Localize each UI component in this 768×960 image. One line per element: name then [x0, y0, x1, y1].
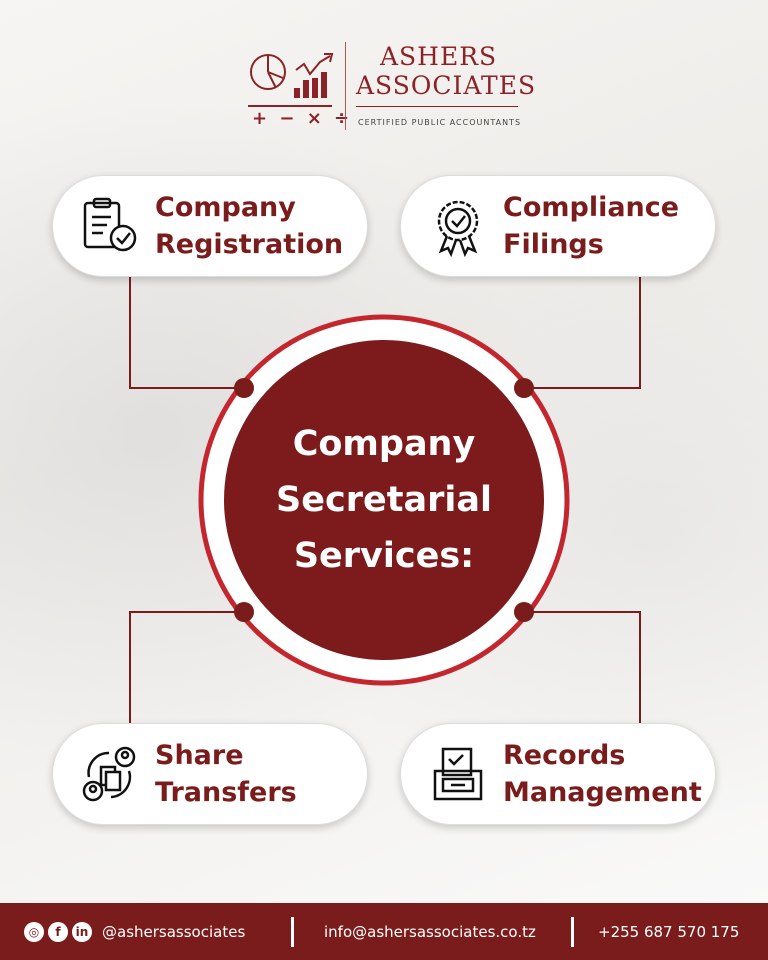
social-handle[interactable]: @ashersassociates: [102, 922, 246, 941]
logo-name-line1: ASHERS: [380, 42, 498, 71]
linkedin-icon[interactable]: in: [72, 921, 92, 942]
logo-tagline: CERTIFIED PUBLIC ACCOUNTANTS: [358, 118, 522, 127]
facebook-icon[interactable]: f: [48, 921, 68, 942]
logo-symbols: + − × ÷: [252, 108, 353, 129]
logo-divider: [345, 42, 346, 130]
logo-chart-icon: [248, 53, 334, 107]
instagram-icon[interactable]: ◎: [24, 921, 44, 942]
footer-email[interactable]: info@ashersassociates.co.tz: [324, 922, 536, 941]
share-transfer-icon: [82, 746, 136, 802]
badge-check-icon: [437, 200, 479, 257]
file-drawer-icon: [433, 747, 483, 801]
logo: + − × ÷ ASHERS ASSOCIATES CERTIFIED PUBL…: [248, 42, 535, 132]
footer-divider: [291, 916, 294, 947]
footer-divider: [571, 916, 574, 947]
clipboard-check-icon: [83, 197, 137, 252]
footer-phone[interactable]: +255 687 570 175: [598, 922, 740, 941]
footer: ◎ f in @ashersassociates info@ashersasso…: [0, 903, 768, 960]
logo-name-line2: ASSOCIATES: [356, 71, 537, 100]
